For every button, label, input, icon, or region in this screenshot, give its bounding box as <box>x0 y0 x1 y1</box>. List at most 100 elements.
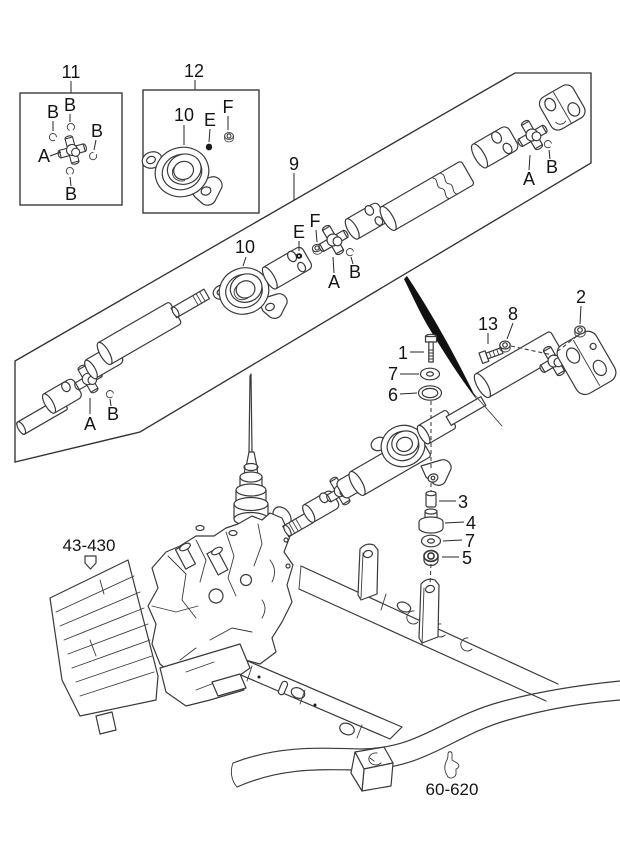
label-B-11-top: B <box>64 95 76 115</box>
snap-ring-front <box>104 388 116 400</box>
stack-ring-2 <box>239 471 263 483</box>
bearing-nut <box>224 132 234 143</box>
callout-12[interactable]: 12 <box>184 61 204 81</box>
bellhousing-slab <box>49 559 159 717</box>
front-propshaft-assembly-box-9: 9 A B 10 <box>14 72 592 463</box>
gearbox-dome-2 <box>228 529 238 537</box>
leader-A-11 <box>49 151 62 157</box>
callout-6[interactable]: 6 <box>388 385 398 405</box>
snap-ring-left <box>47 131 59 143</box>
leader-10-main <box>242 256 247 267</box>
splined-shaft <box>170 288 211 319</box>
callout-4[interactable]: 4 <box>466 513 476 533</box>
center-bearing-drawing <box>154 146 210 198</box>
rear-yoke-front-shaft <box>344 202 388 240</box>
bellhousing-ribs <box>55 575 155 697</box>
callout-2[interactable]: 2 <box>576 287 586 307</box>
center-bearing-10-main <box>218 267 270 315</box>
curved-member-lower <box>236 699 620 788</box>
label-B-11-left: B <box>47 102 59 122</box>
inset-box-11: 11 B B B B A <box>19 62 123 206</box>
frame-sketch: 60-620 <box>169 543 620 799</box>
leader-6 <box>399 392 418 395</box>
front-yoke-1 <box>41 378 82 414</box>
leader-2 <box>579 305 582 325</box>
callout-3[interactable]: 3 <box>458 492 468 512</box>
front-tube <box>96 302 182 366</box>
gearbox-stud-2-cap <box>211 546 223 556</box>
frame-rail-lower-edge <box>298 588 547 702</box>
callout-10-main[interactable]: 10 <box>235 237 255 257</box>
transmission-sketch: 43-430 <box>49 373 294 735</box>
rubber-ring-6 <box>417 385 443 401</box>
callout-1[interactable]: 1 <box>398 343 408 363</box>
washer-7-upper <box>419 367 441 381</box>
crossmember-rivet-2 <box>313 703 317 707</box>
gearbox-mount-bracket <box>211 673 247 697</box>
label-A-11: A <box>38 146 50 166</box>
ref-marker-icon <box>84 555 97 570</box>
label-A-mid: A <box>328 272 340 292</box>
bushing-4 <box>418 508 444 534</box>
snap-ring-bottom <box>65 166 75 176</box>
callout-5[interactable]: 5 <box>462 548 472 568</box>
label-B-11-right: B <box>91 121 103 141</box>
leader-B-11-bottom <box>69 176 72 187</box>
mount-nut-5 <box>423 549 439 567</box>
crossmember-rivet-1 <box>257 675 261 679</box>
frame-cutout-1 <box>406 610 419 625</box>
front-shaft-tube-2 <box>379 161 475 231</box>
rear-propshaft-assembly: 1 7 6 13 8 2 <box>282 276 617 538</box>
leader-8 <box>506 322 514 340</box>
hanger-bracket-rear-edge <box>421 587 425 646</box>
label-F-main: F <box>310 211 321 231</box>
leader-B-mid <box>350 256 354 265</box>
rear-bearing-bolt-hole <box>430 475 436 481</box>
tube-end-yoke <box>470 126 519 169</box>
hanger-bracket-rear-hole <box>424 584 436 594</box>
curved-member-end <box>230 762 238 788</box>
leader-E-inset <box>208 128 211 143</box>
callout-9[interactable]: 9 <box>289 154 299 174</box>
callout-13[interactable]: 13 <box>478 314 498 334</box>
crossmember-seams <box>246 665 363 739</box>
curved-arrow <box>404 276 477 400</box>
inset-box-12-border <box>142 89 260 214</box>
label-A-front: A <box>84 414 96 434</box>
gearbox-bolt-2 <box>285 563 291 569</box>
frame-cutout-3 <box>460 637 473 652</box>
leader-A-top <box>528 154 531 171</box>
callout-7-upper[interactable]: 7 <box>388 364 398 384</box>
mount-bolt-1 <box>424 333 438 363</box>
crossmember-slot-1 <box>277 680 289 696</box>
label-F-inset: F <box>223 97 234 117</box>
snap-ring-right <box>87 150 99 162</box>
callout-11[interactable]: 11 <box>62 62 81 82</box>
leader-B-top <box>548 149 551 160</box>
ref-frame-60-620[interactable]: 60-620 <box>426 780 479 799</box>
callout-8[interactable]: 8 <box>508 304 518 324</box>
label-E-inset: E <box>204 110 216 130</box>
gearbox-dome-1 <box>195 524 205 532</box>
hanger-bracket-front-edge <box>360 552 364 599</box>
snap-ring-top <box>66 122 76 132</box>
label-B-top: B <box>546 157 558 177</box>
callout-7-lower[interactable]: 7 <box>465 531 475 551</box>
flange-yoke-rear <box>556 330 617 396</box>
leader-F-main <box>315 229 318 243</box>
callout-10-inset[interactable]: 10 <box>174 105 194 125</box>
gearbox-bolt-1 <box>283 537 289 543</box>
snap-ring-mid <box>344 246 356 258</box>
snap-ring-top-shaft <box>542 138 554 150</box>
flange-yoke-front <box>538 84 586 131</box>
tube-bracket-side <box>350 751 365 792</box>
inset-box-11-border <box>19 92 123 206</box>
seal-washer-E-hole <box>298 255 300 257</box>
leader-7-lower <box>442 539 463 542</box>
label-B-mid: B <box>349 262 361 282</box>
curved-arrow-tail <box>472 392 503 427</box>
ref-transmission-43-430[interactable]: 43-430 <box>63 536 116 555</box>
crossmember-hole-2 <box>339 722 355 736</box>
assembly-box-9-border <box>14 72 592 463</box>
